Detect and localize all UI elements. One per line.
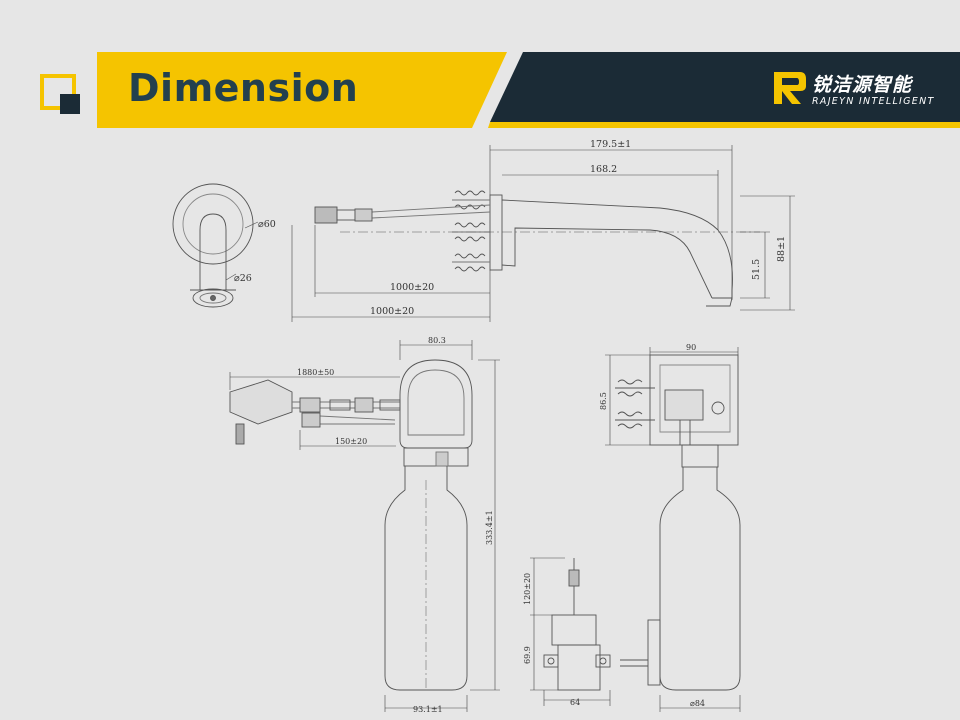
dim-bottle-diameter: ⌀84 <box>690 699 705 708</box>
dim-side-height: 86.5 <box>599 392 608 410</box>
dim-cable-length-b: 1000±20 <box>370 306 414 317</box>
header-banner-right <box>488 52 960 128</box>
dim-plug-cable: 150±20 <box>335 437 367 446</box>
dispenser-front-view <box>229 359 473 691</box>
dim-pump-width: 64 <box>570 698 580 707</box>
dim-pump-height: 69.9 <box>523 646 532 664</box>
page-title: Dimension <box>128 66 359 110</box>
dim-side-width: 90 <box>686 343 696 352</box>
faucet-side-view <box>314 190 760 307</box>
dispenser-side-view <box>615 354 741 691</box>
brand-logo-icon <box>770 66 808 108</box>
dim-flange-diameter: ⌀60 <box>258 219 276 230</box>
brand-name-chinese: 锐洁源智能 <box>812 74 913 96</box>
faucet-front-view <box>172 183 259 308</box>
dispenser-dimension-lines <box>229 340 741 712</box>
faucet-dimension-lines <box>291 145 795 322</box>
section-square-icon <box>40 74 82 116</box>
dim-bottle-width: 93.1±1 <box>413 705 443 714</box>
brand-name-english: RAJEYN INTELLIGENT <box>812 96 935 107</box>
dim-adapter-cable: 1880±50 <box>297 368 334 377</box>
dim-head-width: 80.3 <box>428 336 446 345</box>
dim-spout-length: 168.2 <box>590 164 617 175</box>
dim-cable-length-a: 1000±20 <box>390 282 434 293</box>
pump-unit-view <box>543 558 611 691</box>
dim-overall-length: 179.5±1 <box>590 139 631 150</box>
dim-spout-diameter: ⌀26 <box>234 273 252 284</box>
dim-faucet-height: 88±1 <box>776 236 787 262</box>
dim-outlet-height: 51.5 <box>751 259 762 280</box>
header-banner-left <box>97 52 507 128</box>
dim-pump-cable: 120±20 <box>523 573 532 605</box>
dim-total-height: 333.4±1 <box>485 510 494 545</box>
